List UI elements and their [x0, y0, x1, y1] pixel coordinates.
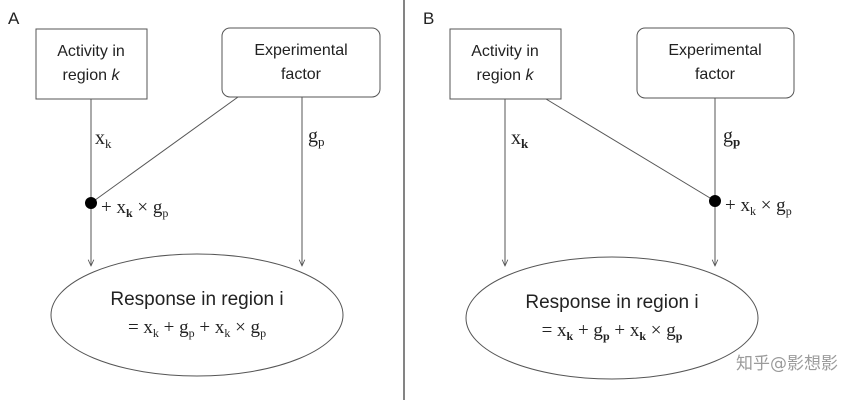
panel-b-interaction-node [709, 195, 721, 207]
panel-b-factor-box [636, 27, 795, 99]
panel-a-activity-label-line2: region k [63, 67, 121, 84]
panel-b-activity-box [449, 28, 562, 100]
panel-a-response-equation: = xk + gp + xk × gp [128, 317, 266, 340]
panel-a-activity-box [35, 28, 148, 100]
panel-a-interaction-node [85, 197, 97, 209]
panel-a-factor-label-line1: Experimental [254, 42, 347, 59]
panel-b: B Activity in region k Experimental fact… [423, 9, 795, 380]
panel-b-factor-label-line1: Experimental [668, 42, 761, 59]
panel-a: A Activity in region k Experimental fact… [8, 9, 381, 377]
panel-a-factor-box [221, 27, 381, 98]
panel-b-activity-label-line2: region k [477, 67, 535, 84]
panel-a-response-ellipse [50, 253, 344, 377]
panel-b-factor-label-line2: factor [695, 66, 736, 83]
panel-b-activity-label-line1: Activity in [471, 43, 539, 60]
panel-a-edge-factor-to-interaction [90, 96, 239, 204]
panel-a-label-gp: gp [308, 125, 325, 149]
panel-b-label-gp: gp [723, 125, 740, 149]
panel-b-interaction-label: + xk × gp [725, 195, 792, 218]
panel-a-label-xk: xk [95, 127, 112, 151]
panel-b-letter: B [423, 9, 434, 28]
panel-b-edge-activity-to-interaction [545, 98, 716, 202]
watermark-text: 知乎@影想影 [736, 354, 838, 374]
panel-b-response-equation: = xk + gp + xk × gp [542, 320, 683, 343]
panel-a-letter: A [8, 9, 20, 28]
panel-b-response-title: Response in region i [525, 292, 698, 313]
panel-a-activity-label-line1: Activity in [57, 43, 125, 60]
panel-b-response-ellipse [465, 256, 759, 380]
panel-b-label-xk: xk [511, 127, 529, 151]
panel-a-interaction-label: + xk × gp [101, 197, 168, 220]
panel-a-response-title: Response in region i [110, 289, 283, 310]
panel-a-factor-label-line2: factor [281, 66, 322, 83]
